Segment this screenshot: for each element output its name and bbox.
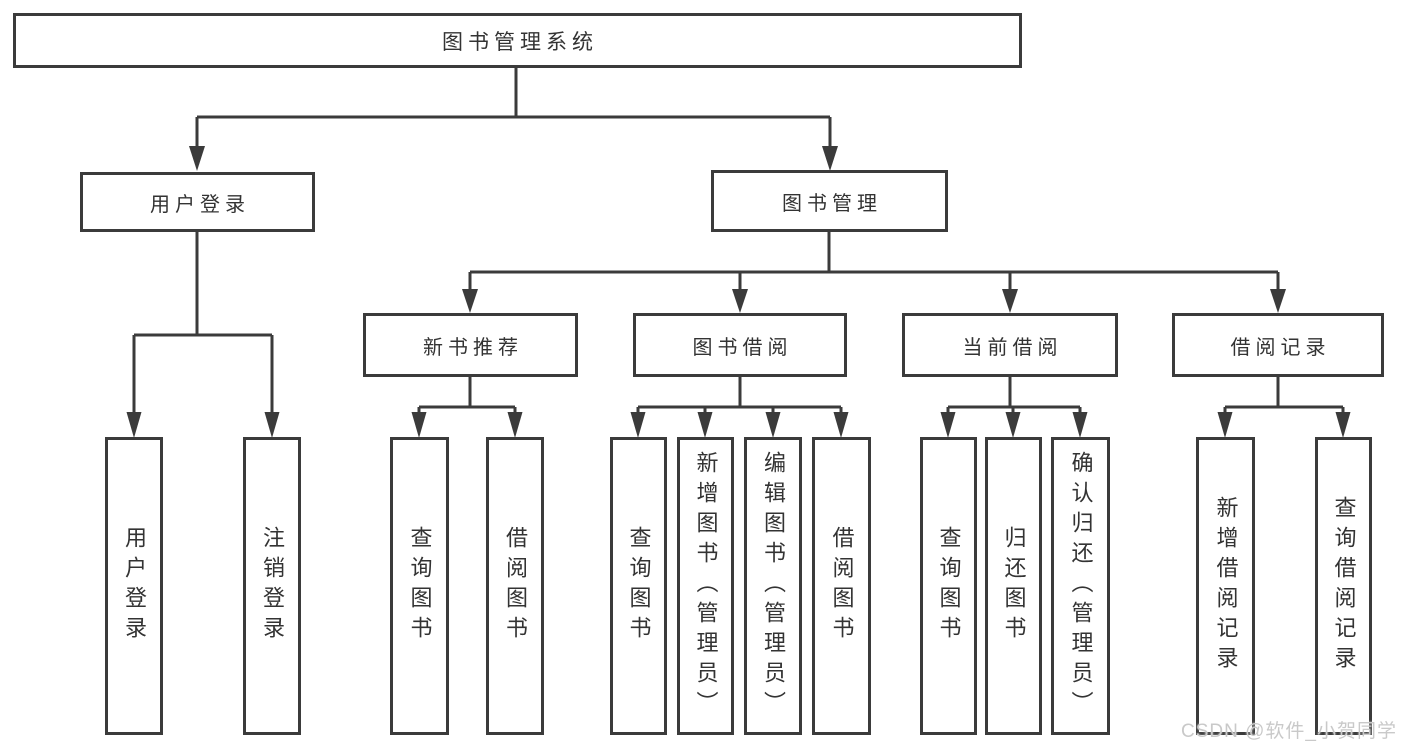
node-label: 查询借阅记录 [1331,496,1357,676]
node-label: 新增图书（管理员） [693,451,719,721]
node-user-login: 用户登录 [80,172,315,232]
node-leaf-nb-borrow-books: 借阅图书 [486,437,544,735]
node-label: 用户登录 [150,193,250,216]
node-leaf-logout: 注销登录 [243,437,301,735]
node-label: 确认归还（管理员） [1068,451,1094,721]
arrowheads [126,146,1351,438]
node-label: 查询图书 [407,526,433,646]
node-library-management-system: 图书管理系统 [13,13,1022,68]
node-current-borrow: 当前借阅 [902,313,1118,377]
node-label: 新增借阅记录 [1213,496,1239,676]
node-label: 图书管理 [782,192,882,215]
node-leaf-cb-query-books: 查询图书 [920,437,977,735]
csdn-watermark: CSDN @软件_小贺同学 [1181,721,1397,742]
node-label: 图书借阅 [692,336,793,359]
node-label: 注销登录 [260,526,285,646]
node-leaf-br-add-record: 新增借阅记录 [1196,437,1255,735]
node-label: 编辑图书（管理员） [761,451,786,721]
node-borrow-records: 借阅记录 [1172,313,1384,377]
node-label: 借阅记录 [1230,336,1331,359]
node-leaf-br-query-record: 查询借阅记录 [1315,437,1372,735]
node-leaf-nb-query-books: 查询图书 [390,437,449,735]
node-leaf-cb-return-books: 归还图书 [985,437,1042,735]
node-new-book-recommend: 新书推荐 [363,313,578,377]
node-leaf-cb-confirm-return-admin: 确认归还（管理员） [1051,437,1110,735]
node-label: 当前借阅 [962,336,1063,359]
node-label: 新书推荐 [423,336,523,359]
node-leaf-bb-edit-books-admin: 编辑图书（管理员） [744,437,802,735]
node-label: 图书管理系统 [442,30,598,54]
node-label: 查询图书 [936,526,962,646]
node-label: 归还图书 [1001,526,1027,646]
node-label: 借阅图书 [829,526,855,646]
node-book-management: 图书管理 [711,170,948,232]
node-leaf-bb-query-books: 查询图书 [610,437,667,735]
node-label: 用户登录 [122,526,147,646]
node-label: 借阅图书 [503,526,528,646]
node-leaf-bb-borrow-books: 借阅图书 [812,437,871,735]
node-leaf-bb-add-books-admin: 新增图书（管理员） [677,437,734,735]
node-book-borrow: 图书借阅 [633,313,847,377]
node-label: 查询图书 [626,526,652,646]
node-leaf-user-login: 用户登录 [105,437,163,735]
